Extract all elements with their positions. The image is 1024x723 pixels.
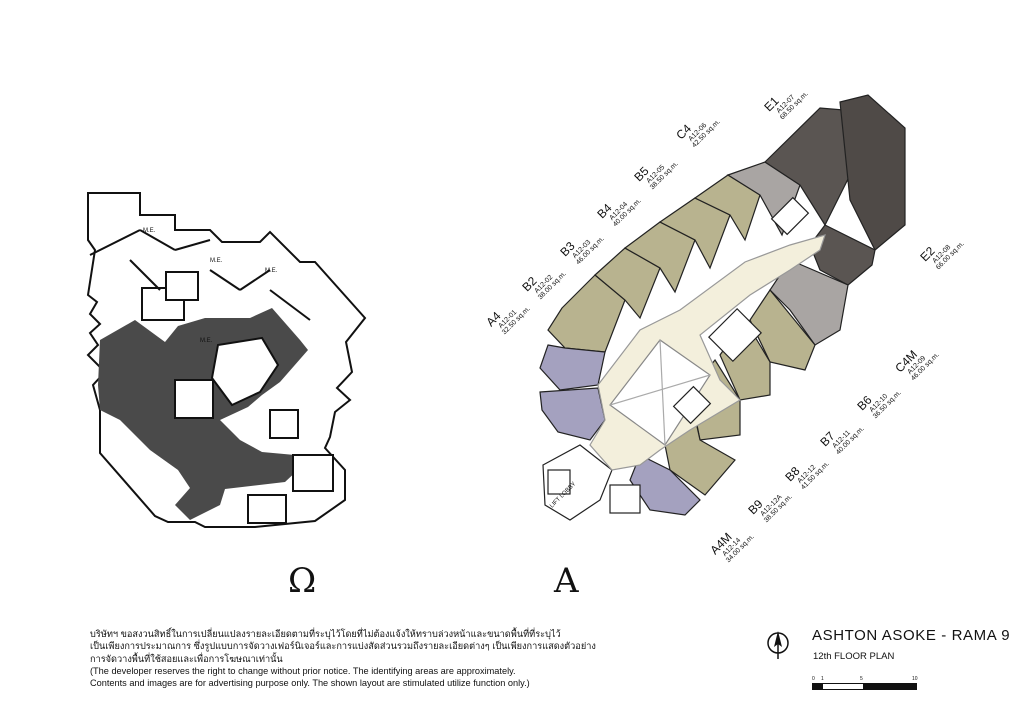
unit-a4m-shape bbox=[629, 454, 701, 516]
unit-b5-shape bbox=[693, 174, 761, 242]
unit-b2-shape bbox=[594, 247, 661, 320]
disclaimer-thai-line-3: การจัดวางพื้นที่ใช้สอยและเพื่อการโฆษณาเท… bbox=[90, 653, 283, 664]
tower-a-lift bbox=[609, 484, 641, 514]
scale-label-5: 5 bbox=[860, 676, 863, 682]
scale-bar: 0 1 5 10 bbox=[812, 676, 922, 690]
tower-a-stair-2 bbox=[672, 385, 712, 425]
project-title: ASHTON ASOKE - RAMA 9 bbox=[812, 627, 1011, 644]
disclaimer: บริษัทฯ ขอสงวนสิทธิ์ในการเปลี่ยนแปลงรายล… bbox=[90, 628, 650, 689]
tower-a-stair bbox=[707, 307, 763, 363]
tower-omega-lift-3 bbox=[247, 494, 287, 524]
tower-a-lift-2 bbox=[547, 469, 571, 495]
unit-e1-shape-2 bbox=[839, 94, 906, 251]
scale-label-1: 1 bbox=[821, 676, 824, 682]
scale-label-10: 10 bbox=[912, 676, 918, 682]
me-tag-2: M.E. bbox=[210, 258, 223, 264]
scale-segment bbox=[822, 683, 864, 690]
me-tag-4: M.E. bbox=[200, 338, 213, 344]
tower-a-letter: A bbox=[553, 561, 579, 601]
tower-a-lift-lobby bbox=[542, 444, 613, 521]
tower-omega-lift bbox=[269, 409, 299, 439]
unit-b6-shape bbox=[749, 288, 816, 371]
unit-b3-shape bbox=[623, 221, 696, 294]
tower-omega-letter: Ω bbox=[288, 561, 316, 601]
tower-omega-lift-2 bbox=[292, 454, 334, 492]
scale-label-0: 0 bbox=[812, 676, 815, 682]
unit-b4-shape bbox=[658, 197, 731, 270]
me-tag-1: M.E. bbox=[143, 228, 156, 234]
tower-a-lift-3 bbox=[770, 196, 810, 236]
unit-purple-1 bbox=[539, 344, 606, 391]
disclaimer-english-line-2: Contents and images are for advertising … bbox=[90, 678, 530, 689]
scale-segment bbox=[863, 683, 917, 690]
floor-plan-subtitle: 12th FLOOR PLAN bbox=[813, 651, 895, 662]
tower-omega-core bbox=[210, 336, 280, 407]
tower-a-plan bbox=[539, 94, 906, 521]
me-tag-3: M.E. bbox=[265, 268, 278, 274]
tower-omega-plan bbox=[86, 192, 367, 528]
disclaimer-thai-line-1: บริษัทฯ ขอสงวนสิทธิ์ในการเปลี่ยนแปลงรายล… bbox=[90, 629, 561, 639]
tower-omega-stair-3 bbox=[165, 271, 199, 301]
unit-purple-2 bbox=[539, 387, 606, 441]
disclaimer-thai-line-2: เป็นเพียงการประมาณการ ซึ่งรูปแบบการจัดวา… bbox=[90, 641, 596, 652]
tower-omega-stair bbox=[174, 379, 214, 419]
disclaimer-english-line-1: (The developer reserves the right to cha… bbox=[90, 665, 516, 676]
north-arrow-icon bbox=[767, 631, 789, 659]
